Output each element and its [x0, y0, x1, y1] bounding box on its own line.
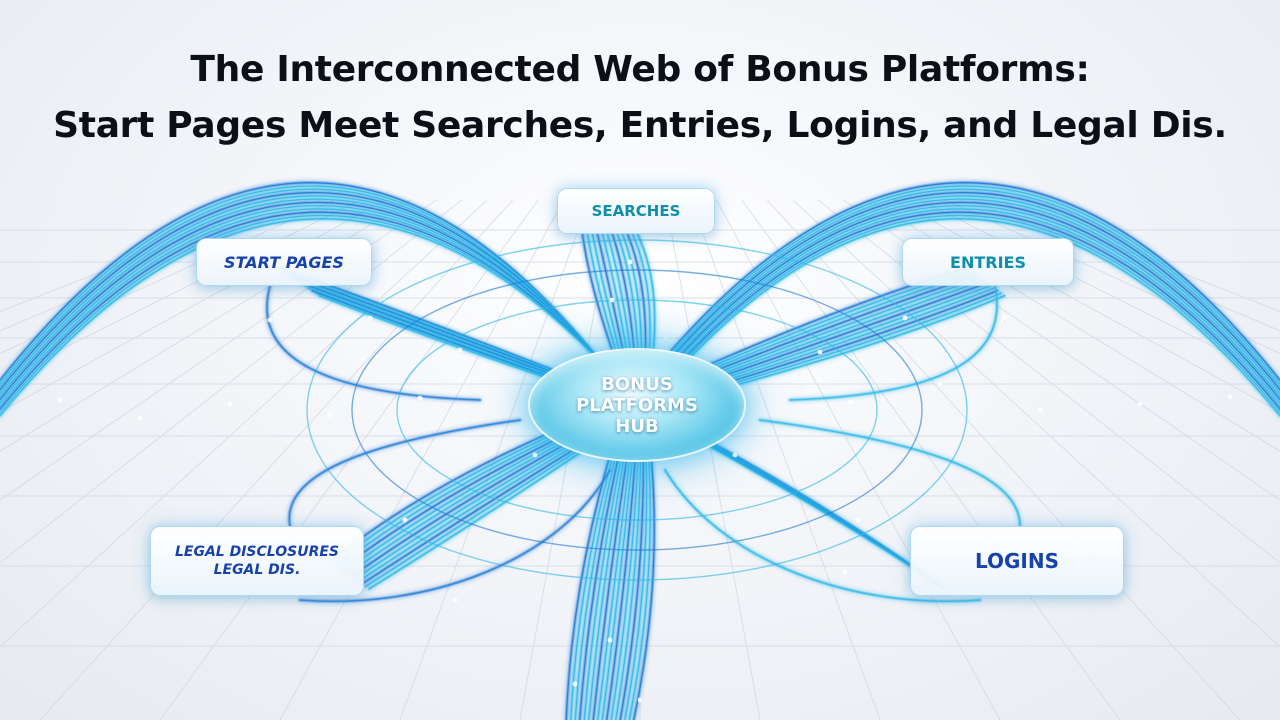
- title-line-2: Start Pages Meet Searches, Entries, Logi…: [53, 105, 1227, 146]
- logins-node: LOGINS: [910, 526, 1124, 596]
- title-line-1: The Interconnected Web of Bonus Platform…: [190, 49, 1090, 90]
- hub-label-line-2: PLATFORMS: [576, 394, 698, 416]
- searches-label: SEARCHES: [591, 202, 681, 220]
- legal-dis-label: LEGAL DIS.: [213, 562, 301, 578]
- bonus-platforms-hub: BONUS PLATFORMS HUB: [528, 348, 746, 462]
- entries-node: ENTRIES: [902, 238, 1074, 286]
- legal-disclosures-node: LEGAL DISCLOSURES LEGAL DIS.: [150, 526, 364, 596]
- start-pages-label: START PAGES: [224, 252, 344, 272]
- diagram-title: The Interconnected Web of Bonus Platform…: [0, 42, 1280, 154]
- hub-label-line-1: BONUS: [601, 373, 673, 395]
- searches-node: SEARCHES: [557, 188, 715, 234]
- start-pages-node: START PAGES: [196, 238, 372, 286]
- logins-label: LOGINS: [974, 549, 1060, 573]
- hub-label-line-3: HUB: [615, 415, 659, 437]
- legal-disclosures-label: LEGAL DISCLOSURES: [175, 544, 339, 560]
- entries-label: ENTRIES: [950, 252, 1026, 272]
